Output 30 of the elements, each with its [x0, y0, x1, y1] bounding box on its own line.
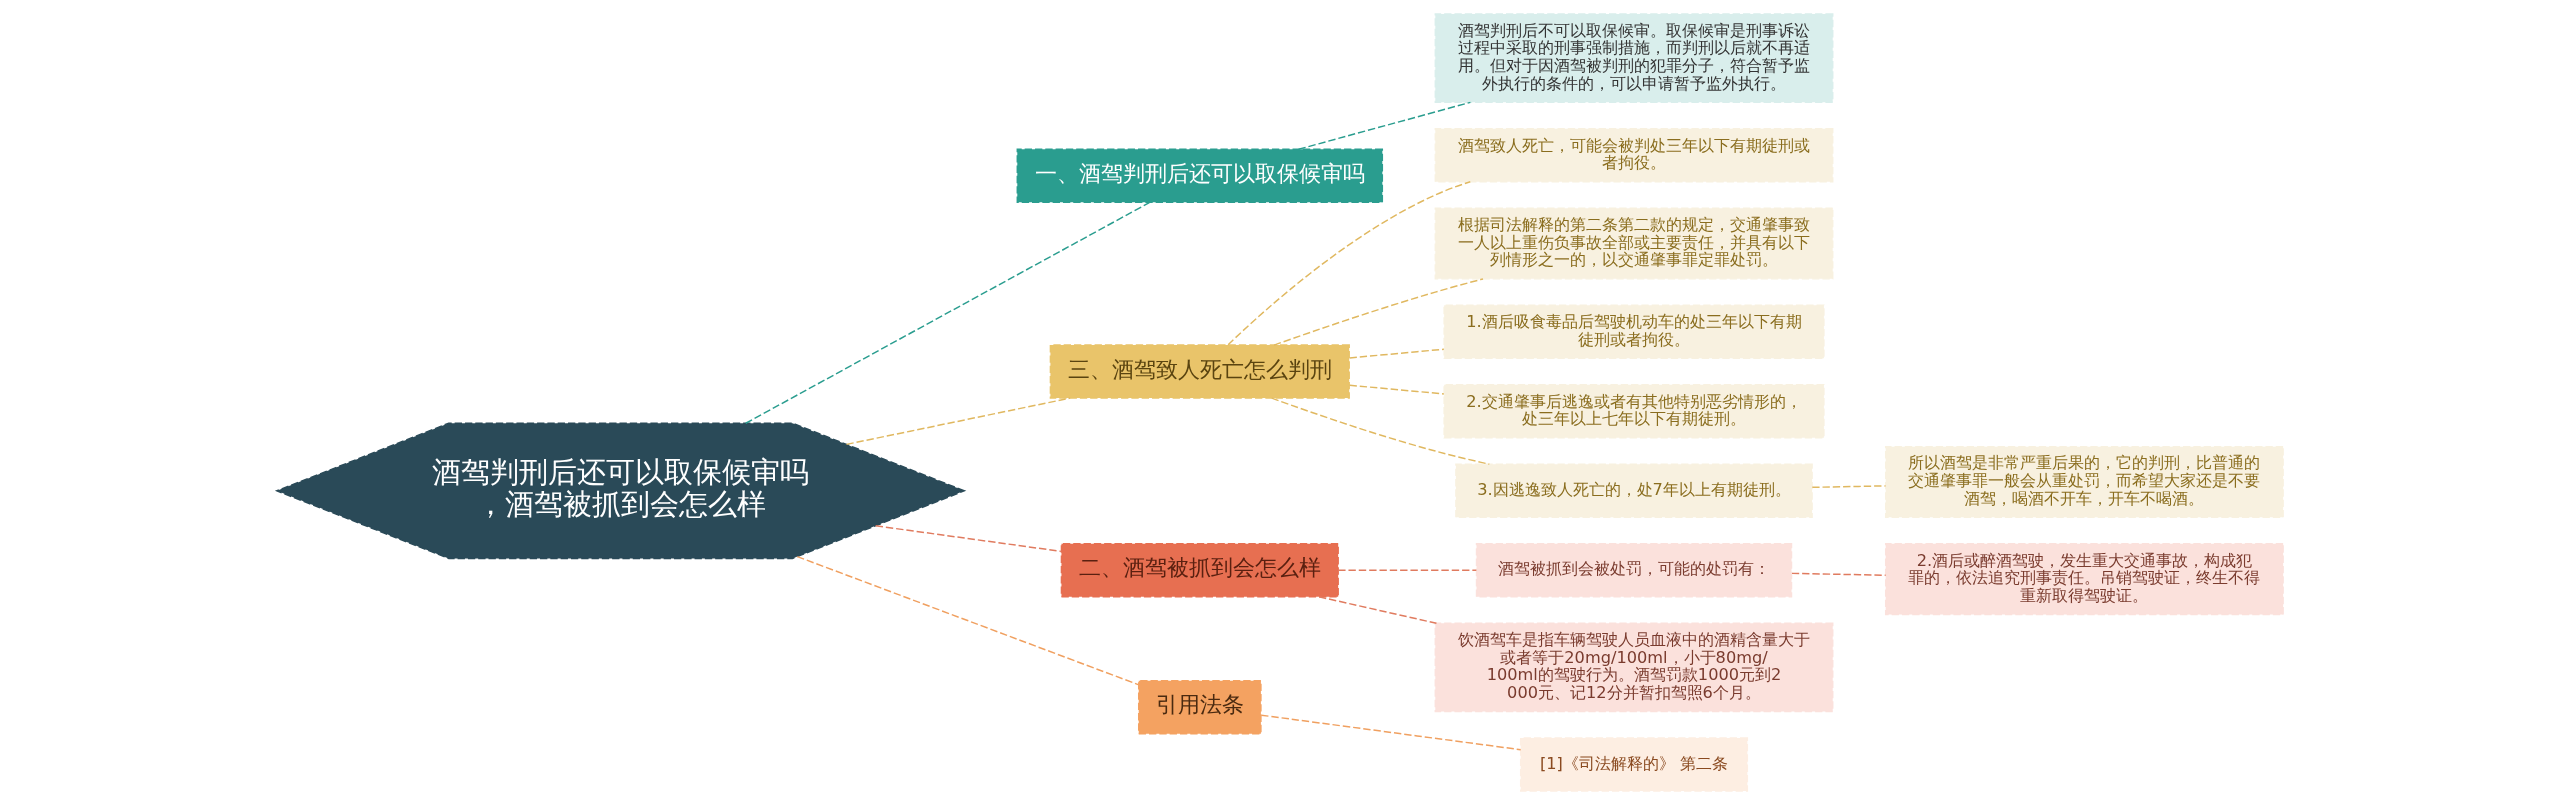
- node-box: 引用法条: [1138, 679, 1262, 735]
- node-box: 3.因逃逸致人死亡的，处7年以上有期徒刑。: [1455, 463, 1813, 519]
- connector: [1811, 485, 1887, 489]
- node-box: 酒驾致人死亡，可能会被判处三年以下有期徒刑或者拘役。: [1434, 128, 1834, 183]
- node-box: 所以酒驾是非常严重后果的，它的判刑，比普通的交通肇事罪一般会从重处罚，而希望大家还是不要酒驾，喝酒不开车，开车不喝酒。: [1884, 445, 2284, 519]
- connector: [796, 555, 1139, 686]
- node-box: 2.交通肇事后逃逸或者有其他特别恶劣情形的，处三年以上七年以下有期徒刑。: [1443, 384, 1825, 439]
- node-box: 三、酒驾致人死亡怎么判刑: [1049, 344, 1350, 399]
- node-box: 一、酒驾判刑后还可以取保候审吗: [1016, 148, 1384, 204]
- connector: [1271, 397, 1491, 465]
- connector: [1297, 101, 1472, 150]
- connector: [1348, 348, 1445, 359]
- node-box: 饮酒驾车是指车辆驾驶人员血液中的酒精含量大于或者等于20mg/100ml，小于80mg/100ml的驾驶行为。酒驾罚款1000元到2000元、记12分并暂扣驾照6个月。: [1434, 622, 1834, 713]
- connector: [1227, 181, 1471, 346]
- node-box: 酒驾被抓到会被处罚，可能的处罚有：: [1475, 543, 1793, 598]
- node-box: 二、酒驾被抓到会怎么样: [1060, 543, 1339, 598]
- connector: [1318, 596, 1438, 624]
- connector: [744, 201, 1151, 424]
- connector: [1791, 572, 1887, 576]
- connector: [1348, 384, 1445, 395]
- node-box: 酒驾判刑后不可以取保候审。取保候审是刑事诉讼过程中采取的刑事强制措施，而判刑以后就不再适用。但对于因酒驾被判刑的犯罪分子，符合暂予监外执行的条件的，可以申请暂予监外执行。: [1434, 13, 1834, 103]
- connector: [1337, 569, 1478, 572]
- connector: [845, 397, 1071, 446]
- node-box: 1.酒后吸食毒品后驾驶机动车的处三年以下有期徒刑或者拘役。: [1443, 304, 1825, 360]
- node-box: 2.酒后或醉酒驾驶，发生重大交通事故，构成犯罪的，依法追究刑事责任。吊销驾驶证，终生不得重新取得驾驶证。: [1884, 543, 2284, 616]
- connector: [1260, 714, 1522, 751]
- node-box: 根据司法解释的第二条第二款的规定，交通肇事致一人以上重伤负事故全部或主要责任，并具有以下列情形之一的，以交通肇事罪定罪处罚。: [1434, 207, 1834, 280]
- node-box: [1]《司法解释的》 第二条: [1519, 737, 1749, 792]
- connector: [1273, 278, 1484, 346]
- connector: [874, 525, 1063, 553]
